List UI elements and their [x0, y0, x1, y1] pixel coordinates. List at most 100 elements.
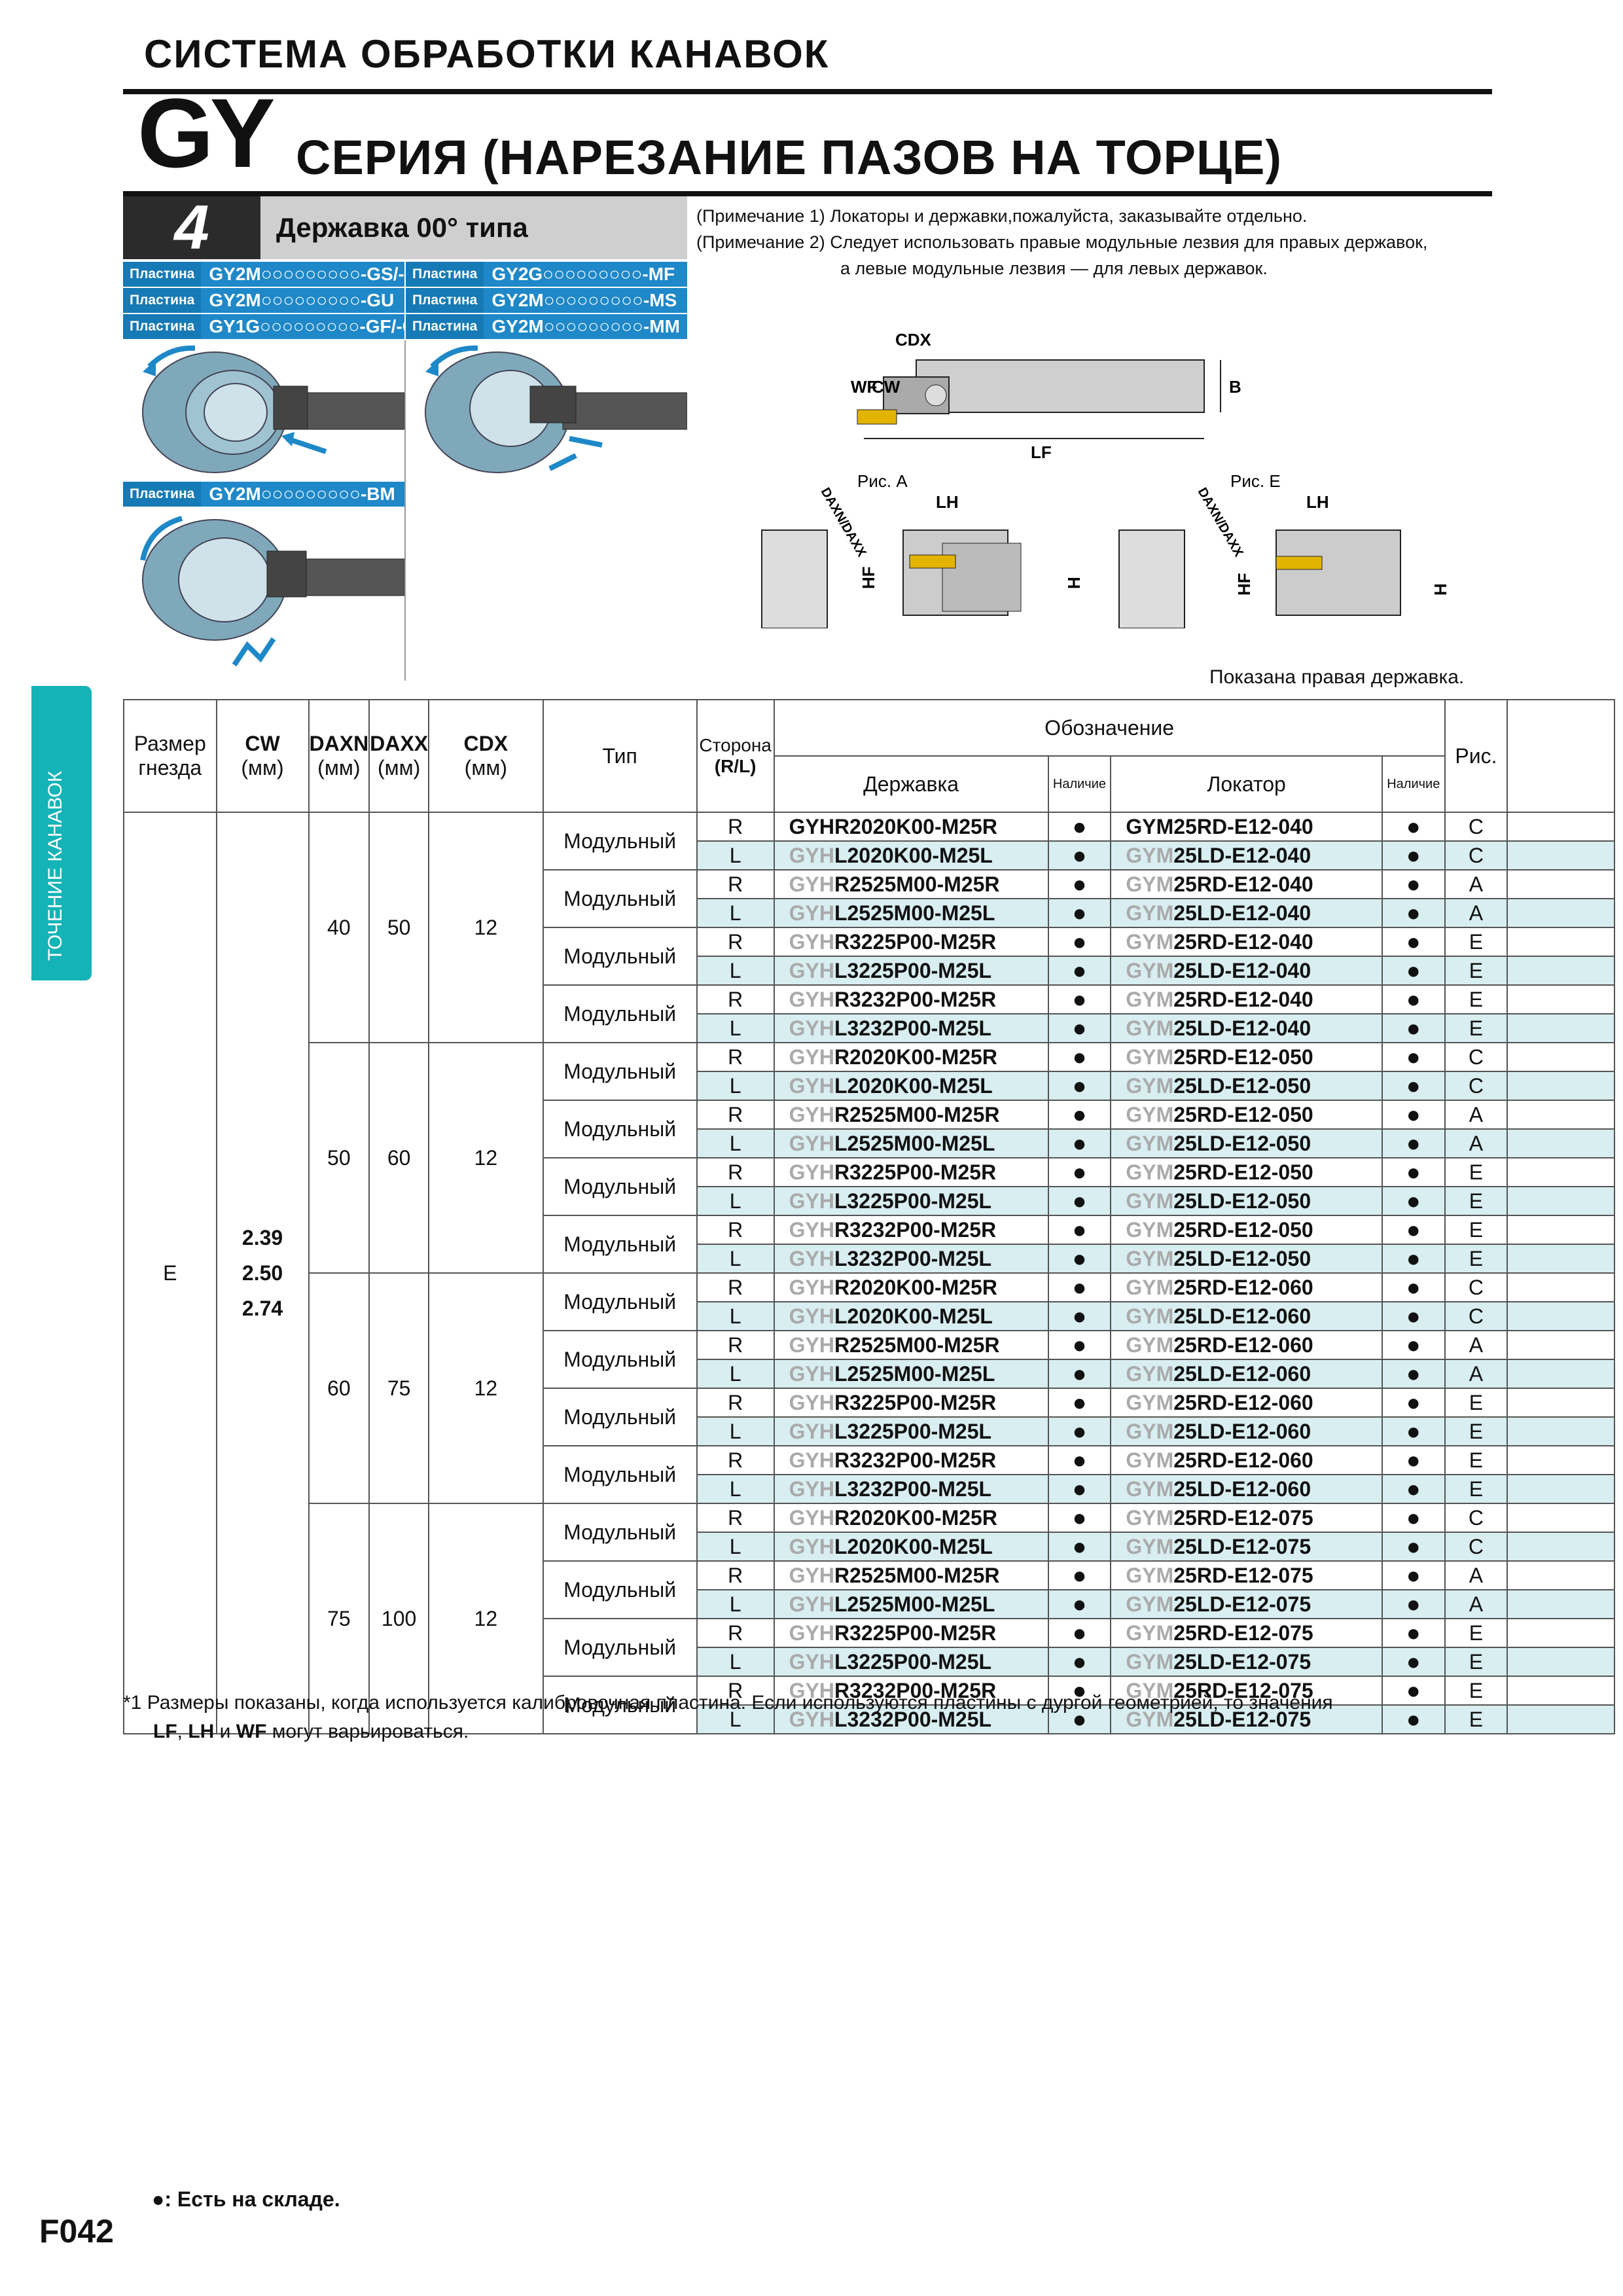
cell-daxn: 50	[308, 1042, 370, 1274]
fig-e-label: Рис. E	[1230, 471, 1281, 491]
dim-lf: LF	[1031, 442, 1052, 462]
stock-dot-icon: ●	[1381, 956, 1446, 986]
stock-dot-icon: ●	[1047, 1503, 1112, 1533]
cell-fig: E	[1444, 1186, 1508, 1216]
note-3: а левые модульные лезвия — для левых дер…	[840, 259, 1268, 278]
cell-side: L	[696, 1128, 775, 1158]
shown-note: Показана правая державка.	[1209, 666, 1465, 688]
header-daxn: DAXN(мм)	[308, 699, 370, 813]
cell-locator: GYM25LD-E12-060	[1110, 1301, 1383, 1331]
insert-row: Пластина GY2G○○○○○○○○○-MF	[406, 262, 687, 287]
cell-holder: GYHL3225P00-M25L	[773, 1416, 1049, 1446]
cell-side: L	[696, 1244, 775, 1274]
cell-side: R	[696, 984, 775, 1014]
stock-dot-icon: ●	[1047, 1416, 1112, 1446]
stock-dot-icon: ●	[1047, 984, 1112, 1014]
cell-blank	[1507, 1560, 1615, 1590]
cell-type: Модульный	[542, 984, 698, 1043]
cell-holder: GYHR2020K00-M25R	[773, 812, 1049, 842]
cell-side: R	[696, 1272, 775, 1302]
cell-type: Модульный	[542, 869, 698, 928]
cell-daxx: 100	[368, 1503, 430, 1734]
cell-locator: GYM25RD-E12-060	[1110, 1272, 1383, 1302]
section-side-tab: ТОЧЕНИЕ КАНАВОК	[31, 686, 92, 980]
stock-dot-icon: ●	[1381, 1244, 1446, 1274]
cell-blank	[1507, 1359, 1615, 1389]
cell-holder: GYHR2525M00-M25R	[773, 1330, 1049, 1360]
cell-blank	[1507, 1503, 1615, 1533]
stock-dot-icon: ●	[1381, 1359, 1446, 1389]
cell-daxn: 60	[308, 1272, 370, 1504]
cell-blank	[1507, 1618, 1615, 1648]
cell-locator: GYM25LD-E12-050	[1110, 1128, 1383, 1158]
cell-holder: GYHL3232P00-M25L	[773, 1704, 1049, 1734]
series-code: GY	[137, 78, 276, 188]
cell-blank	[1507, 1532, 1615, 1562]
stock-dot-icon: ●	[1047, 1618, 1112, 1648]
insert-code: GY1G○○○○○○○○○-GF/-GS	[209, 316, 429, 336]
cell-locator: GYM25LD-E12-075	[1110, 1589, 1383, 1619]
stock-dot-icon: ●	[1381, 927, 1446, 957]
cell-fig: A	[1444, 1359, 1508, 1389]
header-side: Сторона(R/L)	[696, 699, 775, 813]
fig-a-label: Рис. A	[857, 471, 908, 491]
cell-locator: GYM25LD-E12-050	[1110, 1186, 1383, 1216]
cell-locator: GYM25LD-E12-060	[1110, 1416, 1383, 1446]
series-title: СЕРИЯ (НАРЕЗАНИЕ ПАЗОВ НА ТОРЦЕ)	[296, 130, 1283, 185]
cell-blank	[1507, 1330, 1615, 1360]
cell-holder: GYHR3225P00-M25R	[773, 1618, 1049, 1648]
note-1: (Примечание 1) Локаторы и державки,пожал…	[696, 206, 1308, 226]
cell-side: L	[696, 1359, 775, 1389]
cell-type: Модульный	[542, 1445, 698, 1504]
stock-dot-icon: ●	[1381, 1647, 1446, 1677]
dim-hf: HF	[859, 566, 878, 589]
header-cw: CW(мм)	[215, 699, 310, 813]
cell-blank	[1507, 984, 1615, 1014]
cell-blank	[1507, 1388, 1615, 1418]
cell-locator: GYM25LD-E12-060	[1110, 1359, 1383, 1389]
insert-code: GY2M○○○○○○○○○-MM	[491, 316, 680, 336]
cell-holder: GYHR2020K00-M25R	[773, 1272, 1049, 1302]
cell-type: Модульный	[542, 1618, 698, 1677]
stock-dot-icon: ●	[1047, 1676, 1112, 1706]
cell-type: Модульный	[542, 927, 698, 986]
stock-dot-icon: ●	[1381, 1215, 1446, 1245]
stock-dot-icon: ●	[1047, 1647, 1112, 1677]
cell-side: L	[696, 898, 775, 928]
system-title: СИСТЕМА ОБРАБОТКИ КАНАВОК	[144, 32, 830, 76]
stock-dot-icon: ●	[1381, 1618, 1446, 1648]
cell-locator: GYM25RD-E12-075	[1110, 1618, 1383, 1648]
cell-daxx: 75	[368, 1272, 430, 1504]
cell-fig: E	[1444, 1704, 1508, 1734]
cell-locator: GYM25RD-E12-040	[1110, 984, 1383, 1014]
cell-blank	[1507, 812, 1615, 842]
title-rule	[123, 89, 1492, 94]
cell-holder: GYHL2525M00-M25L	[773, 898, 1049, 928]
stock-dot-icon: ●	[1381, 1474, 1446, 1504]
machining-illustration-3	[140, 516, 405, 667]
cell-blank	[1507, 1244, 1615, 1274]
stock-dot-icon: ●	[1381, 1388, 1446, 1418]
cell-blank	[1507, 1186, 1615, 1216]
cell-holder: GYHR3225P00-M25R	[773, 927, 1049, 957]
stock-dot-icon: ●	[1047, 1388, 1112, 1418]
cell-holder: GYHR3232P00-M25R	[773, 1215, 1049, 1245]
stock-dot-icon: ●	[1381, 1301, 1446, 1331]
cell-blank	[1507, 1013, 1615, 1043]
cell-type: Модульный	[542, 1272, 698, 1331]
cell-side: L	[696, 1186, 775, 1216]
stock-dot-icon: ●	[1047, 1560, 1112, 1590]
cell-daxn: 40	[308, 812, 370, 1043]
cell-type: Модульный	[542, 1157, 698, 1216]
stock-dot-icon: ●	[1047, 1301, 1112, 1331]
cell-fig: E	[1444, 1618, 1508, 1648]
cell-type: Модульный	[542, 1330, 698, 1389]
cell-side: R	[696, 1157, 775, 1187]
